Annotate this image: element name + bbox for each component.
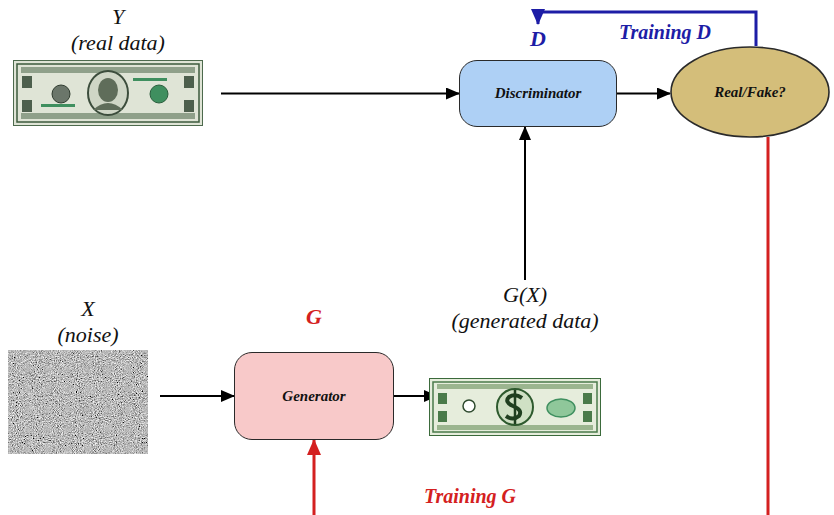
edge-label: Training G xyxy=(421,485,519,508)
image-caption: X xyxy=(4,296,172,322)
connector-arrow xyxy=(314,137,768,515)
box-body: Generator xyxy=(234,352,394,440)
image-caption: (real data) xyxy=(8,30,228,56)
connector-arrow xyxy=(524,127,526,280)
box-label: Generator xyxy=(282,388,345,405)
process-box: G Generator xyxy=(234,302,394,440)
connector-arrow xyxy=(538,12,756,46)
process-box: D Discriminator xyxy=(459,24,617,127)
edge-label: Training D xyxy=(616,21,714,44)
connector-arrow xyxy=(617,93,670,95)
image-caption: Y xyxy=(8,4,228,30)
box-heading: G xyxy=(234,302,394,332)
connector-arrow xyxy=(160,395,234,397)
noise-image xyxy=(8,350,148,454)
box-body: Discriminator xyxy=(459,60,617,127)
box-label: Discriminator xyxy=(495,85,582,102)
data-image: X(noise) xyxy=(4,296,172,454)
ellipse-label: Real/Fake? xyxy=(714,84,786,101)
image-slot xyxy=(18,350,158,454)
image-slot xyxy=(23,60,213,126)
box-heading: D xyxy=(459,24,617,54)
image-caption: (generated data) xyxy=(426,308,624,334)
image-caption: (noise) xyxy=(4,322,172,348)
image-slot xyxy=(439,378,611,436)
ellipse-body: Real/Fake? xyxy=(670,46,830,138)
real-dollar-bill xyxy=(13,60,203,126)
generated-dollar-bill xyxy=(429,378,601,436)
decision-ellipse: Real/Fake? xyxy=(670,46,830,138)
data-image: Y(real data) xyxy=(8,4,228,126)
data-image: G(X)(generated data) xyxy=(426,282,624,436)
image-caption: G(X) xyxy=(426,282,624,308)
connector-arrow xyxy=(221,93,459,95)
